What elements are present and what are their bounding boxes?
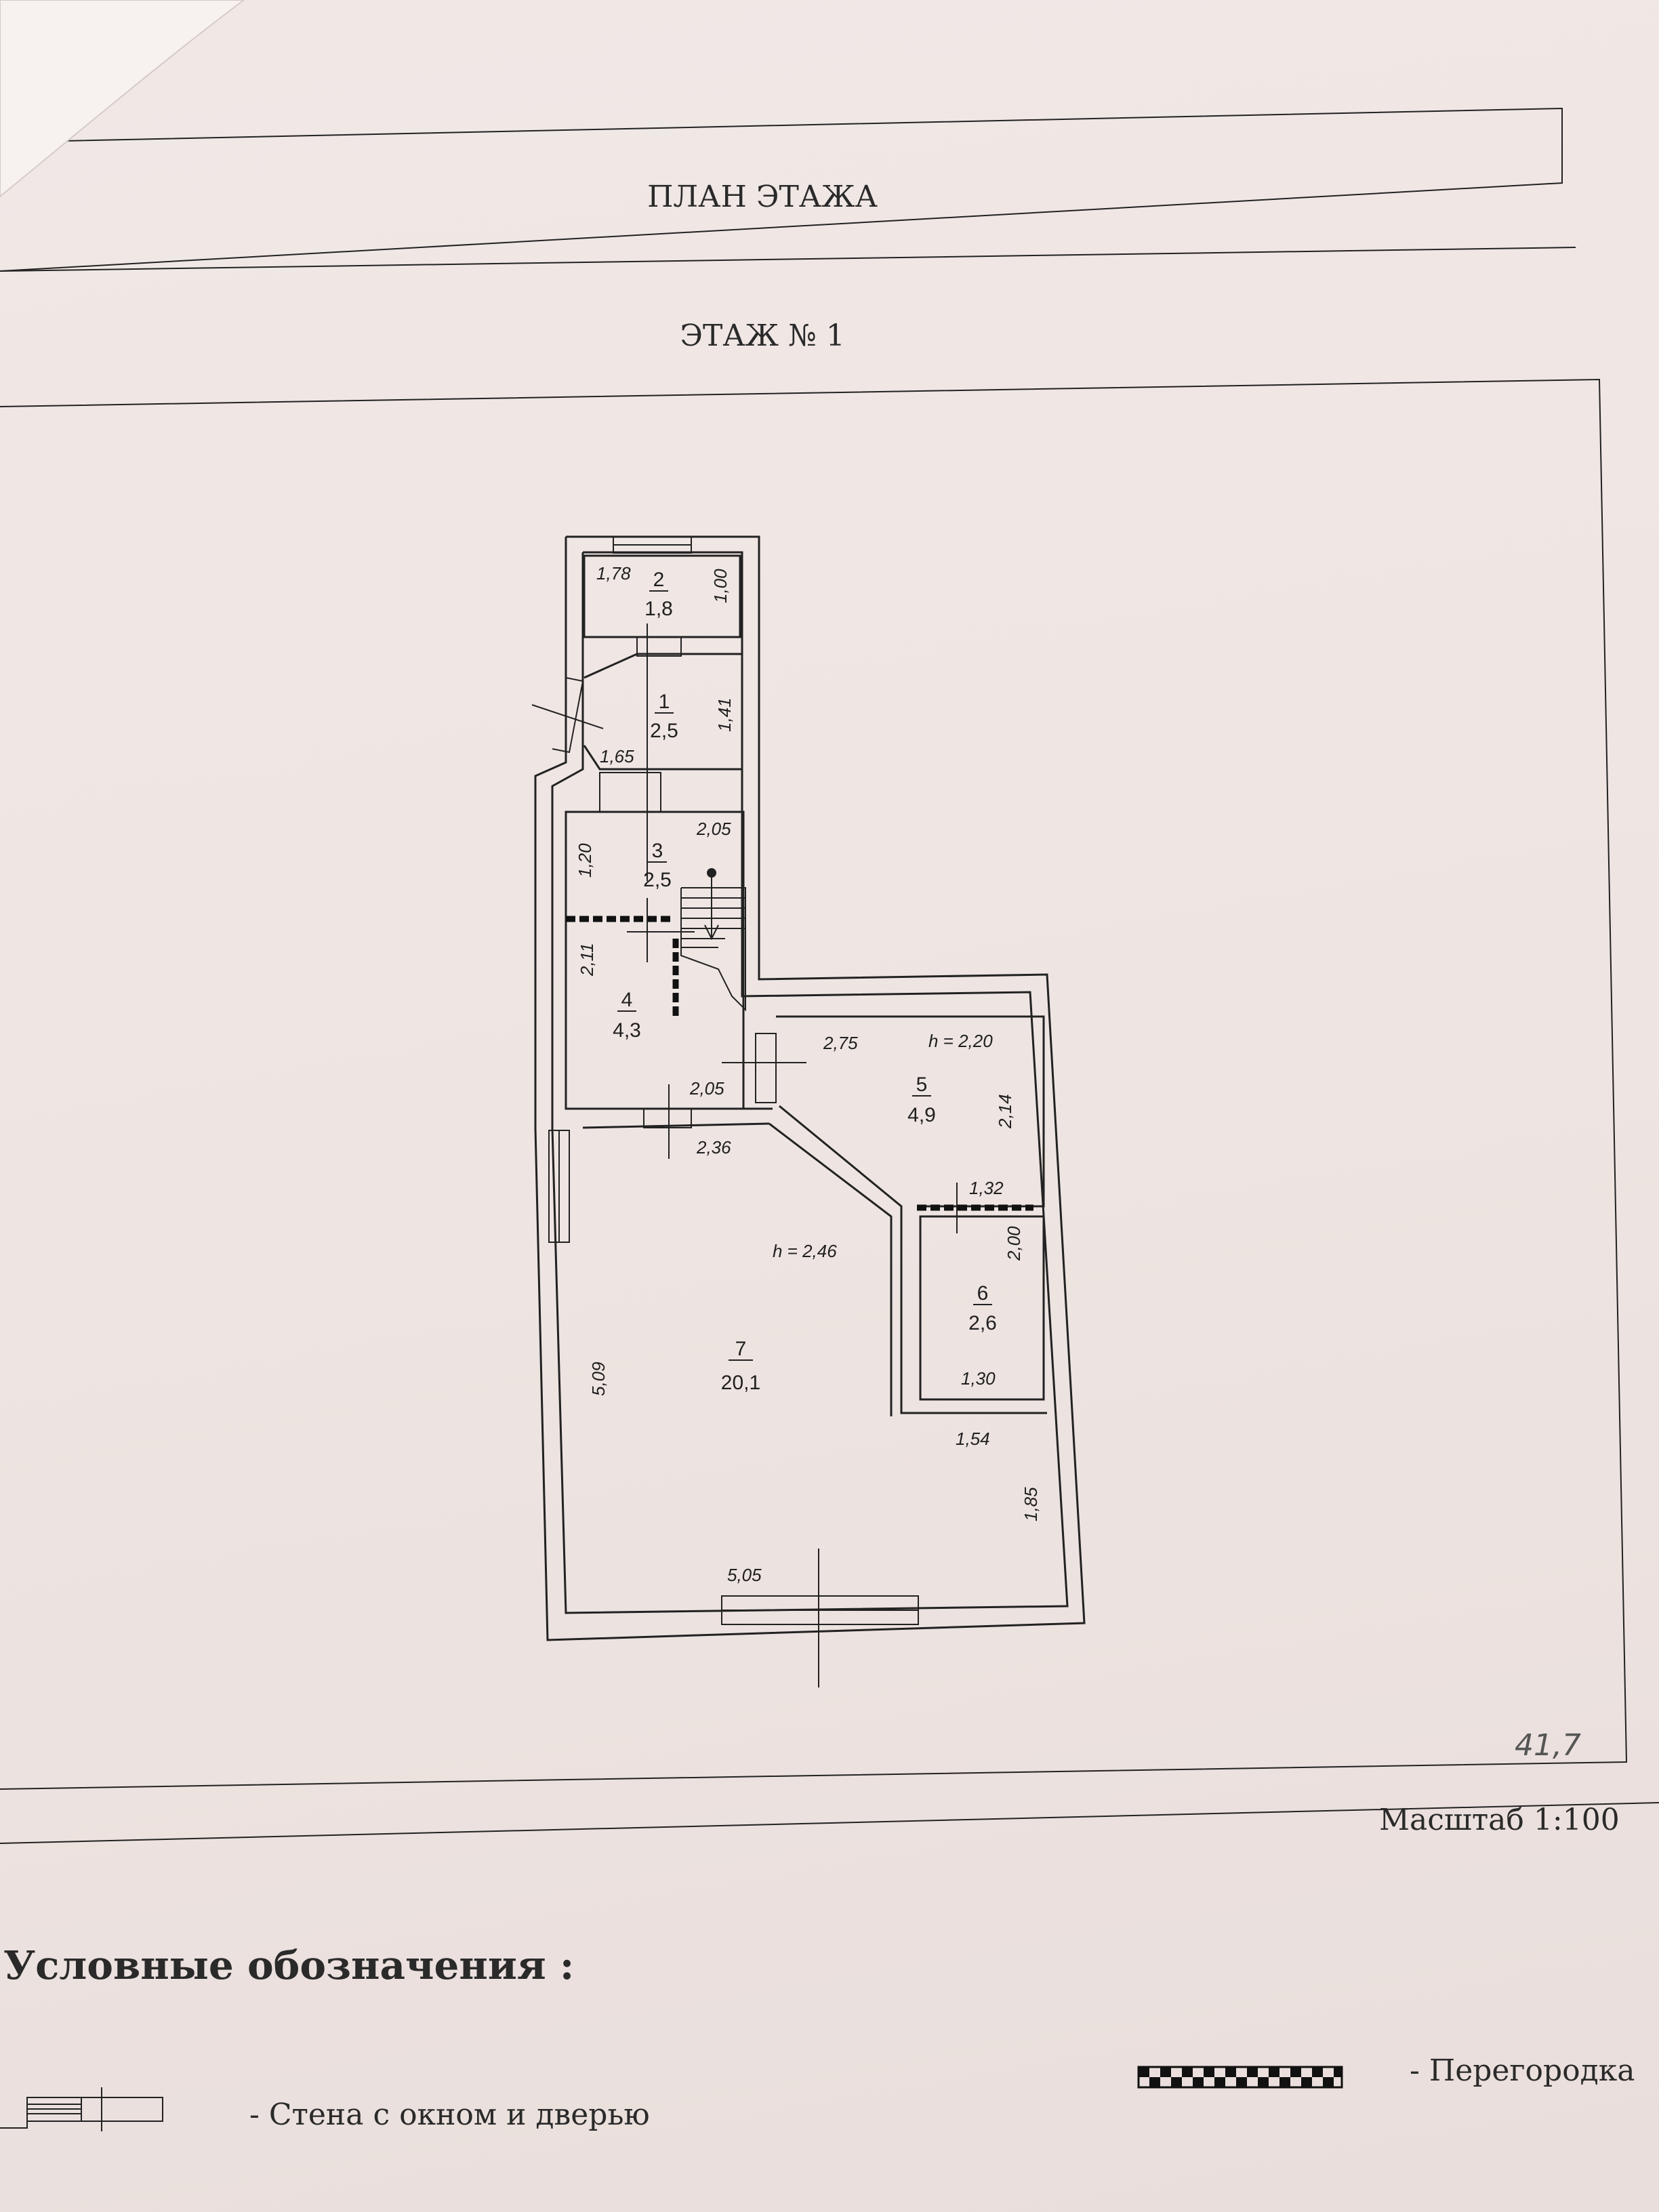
room-5-number: 5: [916, 1073, 928, 1096]
legend-title: Условные обозначения :: [3, 1942, 574, 1988]
dim-r7-ceiling: h = 2,46: [773, 1241, 837, 1261]
dim-r6-width-top: 1,32: [969, 1178, 1004, 1198]
dim-r5-height: 2,14: [995, 1094, 1015, 1129]
room-4-area: 4,3: [613, 1019, 641, 1042]
room-2-number: 2: [653, 569, 665, 591]
dim-r1-width: 1,65: [600, 746, 634, 766]
dim-r4-width: 2,05: [689, 1078, 724, 1099]
dim-r5-ceiling: h = 2,20: [928, 1031, 993, 1051]
legend-partition-symbol-icon: [1137, 2066, 1343, 2089]
dim-r7-height: 5,09: [588, 1361, 609, 1396]
legend-partition-label: - Перегородка: [1410, 2053, 1635, 2088]
page-curl: [0, 0, 245, 198]
dim-r1-height: 1,41: [714, 697, 735, 732]
staircase: [680, 868, 746, 1012]
dim-r3-width: 2,05: [696, 819, 731, 839]
floor-number: ЭТАЖ № 1: [680, 319, 844, 353]
dim-r4-height: 2,11: [577, 943, 597, 977]
room-1-area: 2,5: [650, 720, 678, 742]
dim-r3-height: 1,20: [575, 843, 595, 878]
handwritten-total: 41,7: [1515, 1728, 1581, 1763]
room-3-area: 2,5: [643, 869, 672, 891]
dimension-labels: 1,78 1,00 1,65 1,41 2,05 1,20 2,11 2,05 …: [575, 563, 1041, 1585]
dim-r7-top: 2,36: [696, 1137, 731, 1158]
dim-r6-width-bottom: 1,30: [961, 1368, 996, 1389]
room-1-number: 1: [659, 691, 670, 713]
dim-r2-height: 1,00: [710, 569, 731, 603]
dim-r7-bottom: 5,05: [727, 1565, 762, 1585]
plan-walls: [531, 535, 1086, 1687]
dim-r7-step-width: 1,54: [956, 1429, 990, 1449]
room-6-area: 2,6: [968, 1312, 997, 1334]
legend-wall-symbol-icon: [0, 2087, 163, 2131]
dim-r2-width: 1,78: [596, 563, 631, 583]
room-3-number: 3: [652, 840, 663, 862]
room-labels: 2 1,8 1 2,5 3 2,5 4 4,3 5 4,9 6 2,6 7 20…: [613, 569, 997, 1394]
room-5-area: 4,9: [907, 1104, 936, 1126]
room-2-area: 1,8: [644, 598, 673, 620]
sheet-frame: [0, 107, 1659, 1844]
dim-r6-height: 2,00: [1004, 1226, 1024, 1261]
dim-r7-step-height: 1,85: [1021, 1487, 1041, 1521]
dim-r5-width: 2,75: [823, 1033, 858, 1053]
legend-wall-label: - Стена с окном и дверью: [249, 2097, 650, 2132]
room-4-number: 4: [621, 989, 633, 1011]
room-6-number: 6: [977, 1282, 989, 1305]
room-7-area: 20,1: [721, 1372, 760, 1394]
page-title: ПЛАН ЭТАЖА: [647, 180, 878, 214]
room-7-number: 7: [735, 1338, 747, 1360]
scale-label: Масштаб 1:100: [1379, 1803, 1620, 1837]
